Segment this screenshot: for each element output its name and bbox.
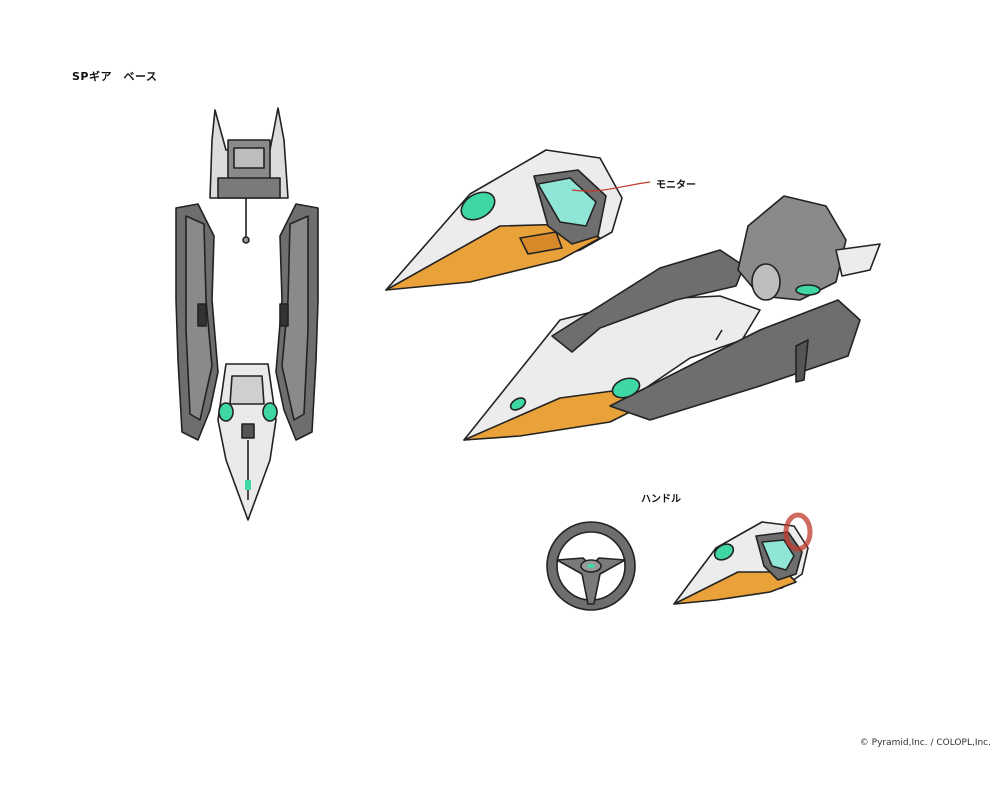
- sheet-title: SPギア ベース: [72, 70, 158, 83]
- top-view-gear: [175, 107, 319, 521]
- handle-label: ハンドル: [641, 494, 681, 505]
- cockpit-handle-view: [673, 512, 813, 605]
- copyright-notice: © Pyramid,Inc. / COLOPL,Inc.: [859, 738, 991, 748]
- cockpit-view: [385, 149, 651, 291]
- full-gear-view: [463, 195, 881, 441]
- monitor-label: モニター: [656, 180, 696, 191]
- steering-wheel: [546, 521, 636, 611]
